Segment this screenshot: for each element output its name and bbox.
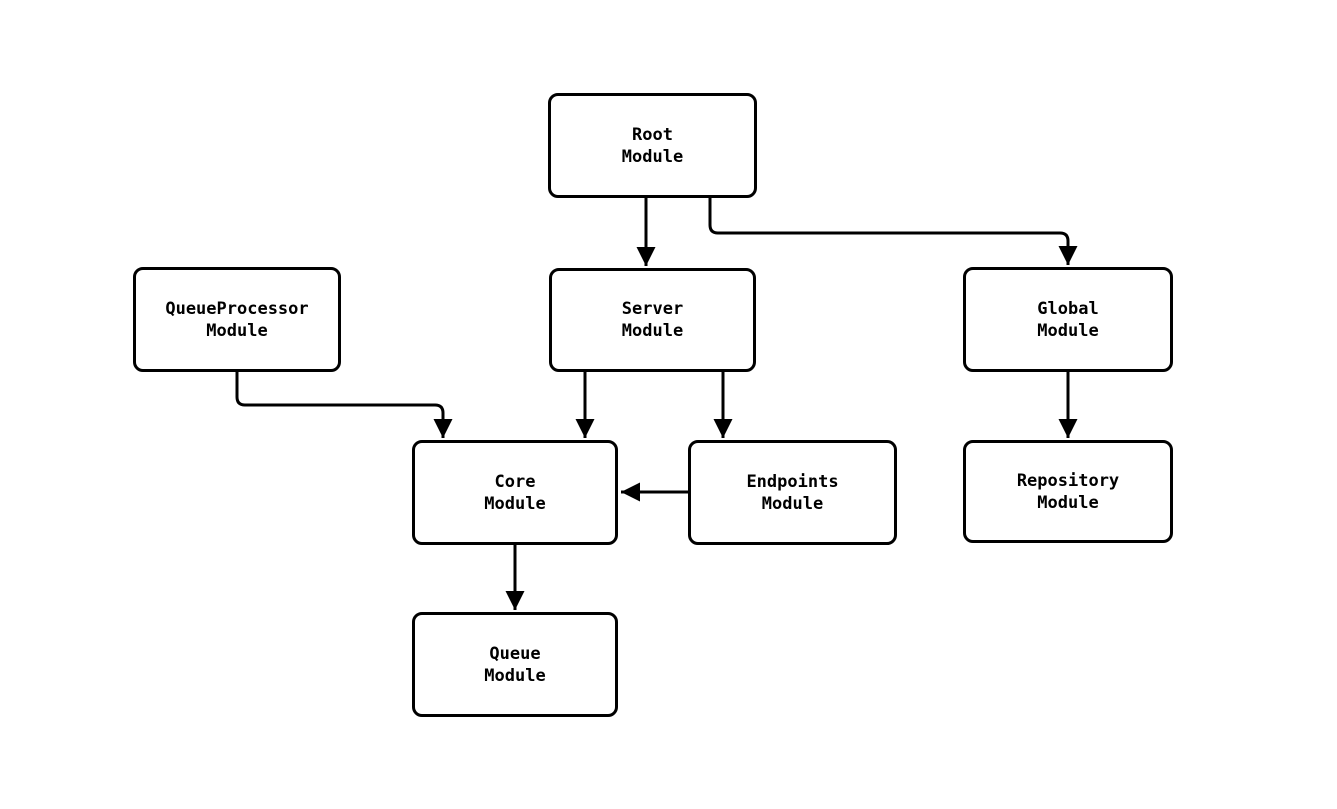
node-endpoints-module: Endpoints Module xyxy=(688,440,897,545)
node-repository-module-label: Repository Module xyxy=(1016,470,1120,513)
node-core-module: Core Module xyxy=(412,440,618,545)
node-root-module: Root Module xyxy=(548,93,757,198)
node-queue-module-label: Queue Module xyxy=(484,643,546,686)
node-server-module: Server Module xyxy=(549,268,756,372)
node-root-module-label: Root Module xyxy=(621,124,684,167)
node-repository-module: Repository Module xyxy=(963,440,1173,543)
node-queue-module: Queue Module xyxy=(412,612,618,717)
node-global-module-label: Global Module xyxy=(1037,298,1099,341)
node-endpoints-module-label: Endpoints Module xyxy=(746,471,839,514)
node-queueprocessor-module-label: QueueProcessor Module xyxy=(165,298,309,341)
node-core-module-label: Core Module xyxy=(484,471,546,514)
node-server-module-label: Server Module xyxy=(621,299,684,341)
node-queueprocessor-module: QueueProcessor Module xyxy=(133,267,341,372)
edge-queueprocessor-to-core xyxy=(235,372,453,438)
edge-root-to-global xyxy=(708,198,1078,265)
node-global-module: Global Module xyxy=(963,267,1173,372)
